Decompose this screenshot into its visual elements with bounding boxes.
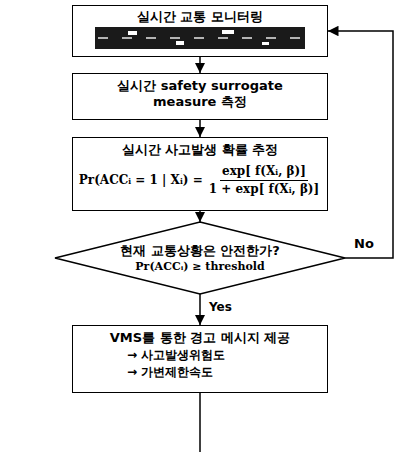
box-title: 실시간 사고발생 확률 추정 bbox=[79, 142, 321, 158]
formula-text: exp[ f(Xᵢ, β)] bbox=[220, 164, 308, 181]
loop-line bbox=[199, 393, 201, 452]
flow-arrow bbox=[199, 211, 201, 222]
flow-arrow bbox=[199, 120, 201, 137]
edge-label: Yes bbox=[207, 300, 234, 314]
process-box: VMS를 통한 경고 메시지 제공 → 사고발생위험도 → 가변제한속도 bbox=[72, 325, 328, 393]
list-item: → 사고발생위험도 bbox=[127, 348, 321, 363]
box-title: 현재 교통상황은 안전한가? bbox=[120, 243, 280, 259]
formula-text: 1 + exp[ f(Xᵢ, β)] bbox=[207, 181, 322, 197]
box-title: 실시간 교통 모니터링 bbox=[79, 9, 321, 25]
vehicle bbox=[262, 42, 269, 45]
box-title: 실시간 safety surrogate measure 측정 bbox=[110, 78, 290, 111]
box-title: VMS를 통한 경고 메시지 제공 bbox=[79, 330, 321, 346]
flow-arrow bbox=[328, 31, 393, 258]
formula: Pr(ACCᵢ = 1 | Xᵢ) = exp[ f(Xᵢ, β)]1 + exp… bbox=[79, 164, 321, 197]
process-box: 실시간 safety surrogate measure 측정 bbox=[72, 73, 328, 120]
formula-text: Pr(ACCᵢ = 1 | Xᵢ) = bbox=[79, 173, 203, 188]
condition-text: Pr(ACCᵢ) ≥ threshold bbox=[135, 260, 264, 274]
vehicle bbox=[128, 31, 137, 35]
lane-marking bbox=[98, 37, 302, 39]
process-box: 실시간 교통 모니터링 bbox=[72, 5, 328, 57]
process-box: 실시간 사고발생 확률 추정 Pr(ACCᵢ = 1 | Xᵢ) = exp[ f(… bbox=[72, 137, 328, 211]
list-item: → 가변제한속도 bbox=[127, 365, 321, 380]
decision-diamond: 현재 교통상황은 안전한가?Pr(ACCᵢ) ≥ threshold bbox=[55, 222, 345, 294]
flow-arrow bbox=[199, 294, 201, 325]
edge-label: No bbox=[352, 236, 376, 252]
flow-arrow bbox=[199, 57, 201, 73]
fraction: exp[ f(Xᵢ, β)]1 + exp[ f(Xᵢ, β)] bbox=[207, 164, 322, 197]
vehicle bbox=[222, 30, 234, 34]
diamond-outline bbox=[55, 222, 345, 294]
traffic-camera-image bbox=[95, 27, 305, 49]
vehicle bbox=[176, 41, 184, 45]
